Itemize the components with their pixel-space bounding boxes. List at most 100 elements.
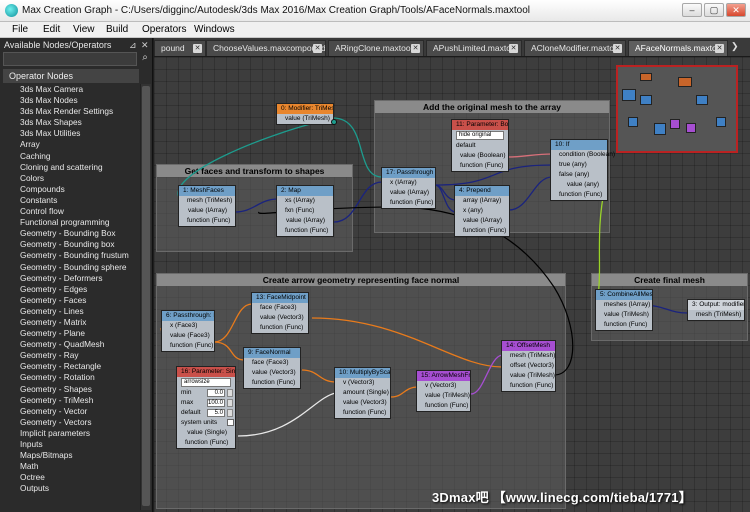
menu-view[interactable]: View [73, 24, 95, 35]
default-spinner[interactable] [227, 409, 233, 417]
output-port[interactable] [331, 119, 337, 125]
operator-category-item[interactable]: Colors [20, 172, 44, 183]
list-scrollbar[interactable] [140, 84, 151, 510]
operator-category-item[interactable]: Maps/Bitmaps [20, 450, 73, 461]
operator-category-item[interactable]: Geometry - Bounding Box [20, 228, 116, 239]
operator-category-item[interactable]: Implicit parameters [20, 427, 91, 438]
close-icon[interactable]: ✕ [193, 44, 202, 53]
min-input[interactable]: 0.0 [207, 389, 225, 397]
node-offsetmesh[interactable]: 14: OffsetMesh mesh (TriMesh) offset (Ve… [501, 340, 556, 392]
node-parameter-boolean[interactable]: 11: Parameter: Bo hide original default … [451, 119, 509, 172]
maximize-button[interactable]: ▢ [704, 3, 724, 17]
operator-category-item[interactable]: Geometry - QuadMesh [20, 339, 105, 350]
operator-category-item[interactable]: Geometry - Faces [20, 294, 87, 305]
menu-operators[interactable]: Operators [142, 24, 187, 35]
node-output-modifier[interactable]: 3: Output: modifier mesh (TriMesh) [687, 299, 745, 321]
search-icon[interactable]: ⌕ [142, 52, 148, 63]
node-facemidpoint[interactable]: 13: FaceMidpoint face (Face3) value (Vec… [251, 292, 309, 334]
max-spinner[interactable] [227, 399, 233, 407]
title-bar: Max Creation Graph - C:/Users/digginc/Au… [0, 0, 750, 22]
operator-category-item[interactable]: Geometry - Shapes [20, 383, 92, 394]
node-arrowmesh[interactable]: 15: ArrowMeshFro v (Vector3) value (TriM… [416, 370, 471, 412]
operator-category-item[interactable]: Geometry - Deformers [20, 272, 103, 283]
wire-face-to-normal [213, 341, 245, 361]
menu-file[interactable]: File [12, 24, 29, 35]
node-if[interactable]: 10: If condition (Boolean) true (any) fa… [550, 139, 615, 201]
close-icon[interactable]: ✕ [715, 44, 724, 53]
close-icon[interactable]: ✕ [313, 44, 322, 53]
scrollbar-thumb[interactable] [142, 86, 150, 506]
operator-category-item[interactable]: Geometry - Matrix [20, 316, 87, 327]
menu-windows[interactable]: Windows [194, 24, 235, 35]
tab-clonemodifier[interactable]: ACloneModifier.maxtool✕ [524, 40, 626, 56]
operator-category-item[interactable]: Functional programming [20, 217, 110, 228]
operator-category-item[interactable]: Control flow [20, 206, 64, 217]
close-button[interactable]: ✕ [726, 3, 746, 17]
close-icon[interactable]: ✕ [613, 44, 622, 53]
operator-category-item[interactable]: Geometry - Edges [20, 283, 88, 294]
group-title: Create final mesh [592, 274, 747, 286]
tab-pushlimited[interactable]: APushLimited.maxtool✕ [426, 40, 522, 56]
operator-category-item[interactable]: Geometry - Rectangle [20, 361, 102, 372]
tab-facenormals[interactable]: AFaceNormals.maxtool✕ [628, 40, 728, 56]
operator-category-item[interactable]: Geometry - Rotation [20, 372, 95, 383]
tab-choosevalues[interactable]: ChooseValues.maxcompound✕ [206, 40, 326, 56]
operator-category-item[interactable]: 3ds Max Nodes [20, 95, 78, 106]
close-icon[interactable]: ✕ [411, 44, 420, 53]
operator-category-item[interactable]: Geometry - Plane [20, 328, 86, 339]
node-passthrough-face[interactable]: 6: Passthrough: F x (Face3) value (Face3… [161, 310, 215, 352]
operator-category-item[interactable]: 3ds Max Camera [20, 84, 84, 94]
menu-build[interactable]: Build [106, 24, 129, 35]
node-multiplybyscalar[interactable]: 10: MultiplyByScalar v (Vector3) amount … [334, 367, 391, 419]
system-units-checkbox[interactable] [227, 419, 234, 426]
operator-category-item[interactable]: Cloning and scattering [20, 161, 103, 172]
wire-pass-to-prepend [434, 184, 457, 201]
wire-midpoint-to-offset [311, 317, 503, 368]
operator-category-item[interactable]: 3ds Max Utilities [20, 128, 81, 139]
min-spinner[interactable] [227, 389, 233, 397]
node-parameter-single[interactable]: 16: Parameter: Sin arrowsize min 0.0 max… [176, 366, 236, 449]
close-panel-icon[interactable]: ✕ [141, 40, 149, 50]
node-modifier-trimesh[interactable]: 0: Modifier: TriMesh value (TriMesh) [276, 103, 337, 125]
operator-category-item[interactable]: Geometry - Bounding box [20, 239, 115, 250]
node-meshfaces[interactable]: 1: MeshFaces mesh (TriMesh) value (IArra… [178, 185, 236, 227]
operator-category-item[interactable]: Math [20, 461, 39, 472]
operator-category-item[interactable]: Octree [20, 472, 45, 483]
node-passthrough-17[interactable]: 17: Passthrough x (IArray) value (IArray… [381, 167, 436, 209]
pin-icon[interactable]: ⊿ [129, 40, 137, 50]
chevron-right-icon[interactable]: ❯ [731, 41, 739, 51]
operator-category-item[interactable]: Geometry - Lines [20, 305, 84, 316]
operator-category-item[interactable]: Constants [20, 194, 58, 205]
node-map[interactable]: 2: Map xs (IArray) fxn (Func) value (IAr… [276, 185, 334, 237]
graph-minimap[interactable] [616, 65, 738, 153]
close-icon[interactable]: ✕ [509, 44, 518, 53]
search-input[interactable] [3, 52, 137, 66]
operator-category-item[interactable]: 3ds Max Render Settings [20, 106, 114, 117]
operator-category-item[interactable]: Array [20, 139, 40, 150]
operator-category-item[interactable]: Caching [20, 150, 51, 161]
operator-category-item[interactable]: Inputs [20, 439, 43, 449]
operator-category-item[interactable]: Geometry - Bounding frustum [20, 250, 129, 261]
param-default-row: default 5.0 [177, 408, 235, 418]
operator-category-item[interactable]: Geometry - Bounding sphere [20, 261, 127, 272]
tab-pound[interactable]: pound✕ [154, 40, 206, 56]
operator-category-item[interactable]: Geometry - Ray [20, 350, 79, 361]
max-input[interactable]: 100.0 [207, 399, 225, 407]
operator-category-item[interactable]: Outputs [20, 483, 50, 494]
parameter-name-field[interactable]: arrowsize [181, 378, 231, 387]
minimize-button[interactable]: – [682, 3, 702, 17]
operator-category-item[interactable]: Compounds [20, 183, 65, 194]
node-combineallmeshes[interactable]: 5: CombineAllMeshes meshes (IArray) valu… [595, 289, 653, 331]
node-prepend[interactable]: 4: Prepend array (IArray) x (any) value … [454, 185, 510, 237]
operator-nodes-group[interactable]: Operator Nodes [3, 69, 139, 83]
menu-edit[interactable]: Edit [43, 24, 61, 35]
node-facenormal[interactable]: 9: FaceNormal face (Face3) value (Vector… [243, 347, 301, 389]
default-input[interactable]: 5.0 [207, 409, 225, 417]
operator-category-item[interactable]: 3ds Max Shapes [20, 117, 82, 128]
operator-category-item[interactable]: Geometry - Vectors [20, 416, 92, 427]
tab-ringclone[interactable]: ARingClone.maxtool✕ [328, 40, 424, 56]
operator-category-item[interactable]: Geometry - Vector [20, 405, 88, 416]
parameter-name-field[interactable]: hide original [456, 131, 504, 140]
operator-category-item[interactable]: Geometry - TriMesh [20, 394, 94, 405]
graph-canvas[interactable]: Add the original mesh to the array Get f… [154, 57, 750, 512]
